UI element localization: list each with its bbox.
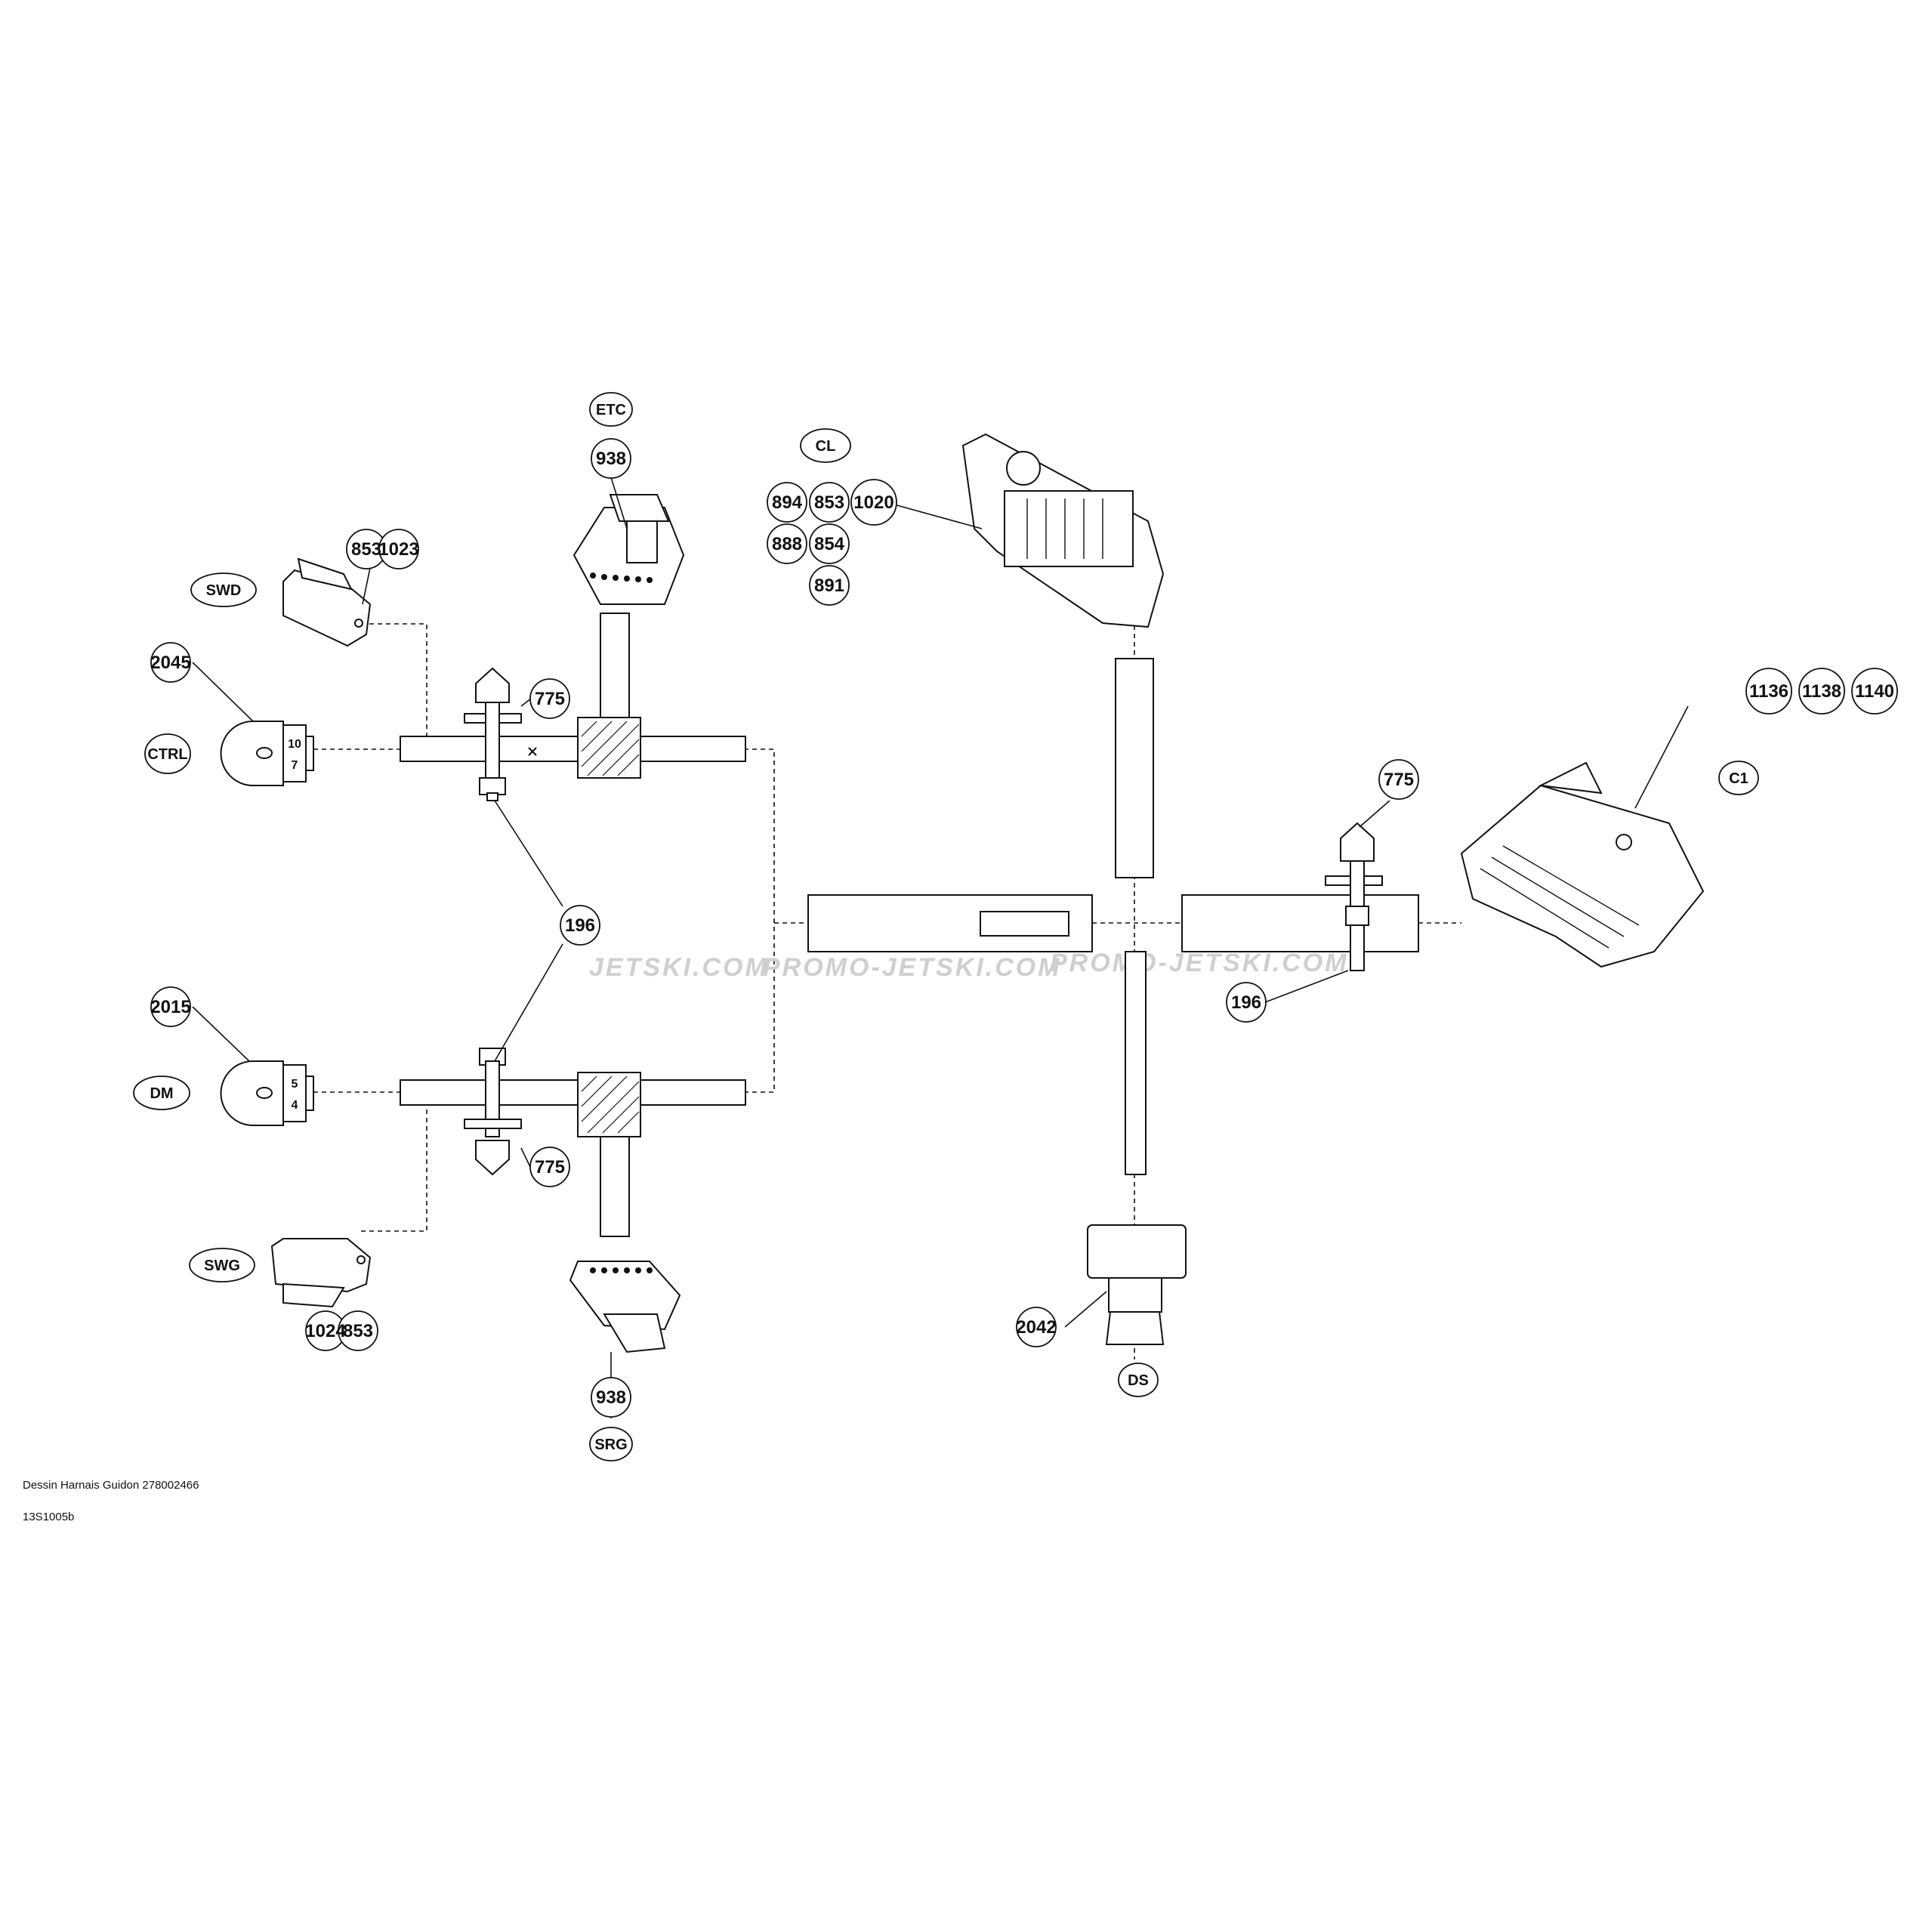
tie-right-head (1345, 906, 1369, 926)
tie-upper-head (479, 777, 506, 795)
watermark-3: PROMO-JETSKI.COM (1050, 949, 1349, 977)
tag-swg: SWG (204, 1258, 240, 1274)
callout-swd-2: 1023 (378, 539, 418, 560)
callout-c1-3: 1140 (1855, 681, 1894, 702)
callout-circles (150, 438, 1898, 1418)
callout-labels: 938 938 853 1023 1024 853 2045 2015 775 … (150, 449, 1894, 1408)
tag-ovals (133, 392, 1759, 1461)
callout-tie-left: 196 (565, 915, 595, 936)
footer-code: 13S1005b (23, 1511, 75, 1523)
tag-labels: ETC SRG CL SWD CTRL DM SWG C1 DS (147, 402, 1748, 1453)
push-clip-lower-base (464, 1119, 522, 1129)
dm-sensor (220, 1060, 314, 1126)
watermark-1: JETSKI.COM (589, 953, 769, 982)
lower-left-branch (400, 1048, 746, 1237)
callout-clip-top-left: 775 (535, 689, 565, 709)
callout-swg-1: 1024 (305, 1321, 346, 1341)
callout-cl-6: 891 (814, 576, 844, 596)
callout-srg-conn: 938 (596, 1387, 626, 1408)
lower-trunk-tube (400, 1079, 746, 1106)
tie-upper-tail (486, 792, 498, 801)
pin-dm-top: 5 (292, 1078, 298, 1091)
tag-dm: DM (150, 1085, 173, 1102)
callout-swg-2: 853 (343, 1321, 373, 1341)
center-label-window (980, 911, 1069, 937)
tag-c1: C1 (1729, 770, 1748, 787)
push-clip-upper (475, 667, 510, 703)
push-clip-right (1340, 822, 1375, 862)
pin-dm-bottom: 4 (292, 1099, 298, 1112)
callout-ctrl-sensor: 2045 (150, 653, 190, 673)
etc-connector (573, 494, 685, 605)
tag-ctrl: CTRL (147, 746, 187, 763)
pin-ctrl-top: 10 (288, 738, 301, 751)
pin-labels: 10 7 5 4 (288, 738, 301, 1112)
etc-branch-tube (600, 613, 630, 722)
callout-cl-4: 888 (772, 534, 802, 554)
callout-c1-2: 1138 (1802, 681, 1841, 702)
callout-swd-1: 853 (351, 539, 381, 560)
push-clip-upper-stem (485, 702, 500, 779)
ctrl-sensor (220, 721, 314, 786)
tag-swd: SWD (206, 582, 242, 599)
push-clip-right-stem (1350, 860, 1365, 907)
upper-trunk-tube (400, 736, 746, 762)
callout-ds-sensor: 2042 (1016, 1317, 1056, 1338)
cl-branch-tube (1115, 658, 1154, 878)
srg-connector (569, 1261, 681, 1353)
callout-etc-conn: 938 (596, 449, 626, 469)
swg-connector (270, 1238, 372, 1308)
callout-tie-right: 196 (1231, 992, 1261, 1013)
tag-cl: CL (816, 438, 836, 455)
watermark-2: PROMO-JETSKI.COM (763, 953, 1062, 982)
tag-etc: ETC (596, 402, 626, 418)
ds-sensor (1087, 1224, 1187, 1345)
push-clip-lower-stem (485, 1060, 500, 1137)
callout-clip-bottom-left: 775 (535, 1157, 565, 1177)
pin-ctrl-bottom: 7 (292, 759, 298, 772)
callout-dm-sensor: 2015 (150, 997, 190, 1017)
upper-left-branch (400, 613, 746, 801)
callout-cl-1: 894 (772, 492, 803, 513)
srg-branch-tube (600, 1121, 630, 1237)
ds-branch-tube (1125, 951, 1147, 1175)
callout-cl-5: 854 (814, 534, 845, 554)
tie-right-tail (1350, 924, 1365, 971)
c1-connector (1460, 761, 1705, 968)
callout-clip-right: 775 (1384, 770, 1414, 790)
callout-cl-3: 1020 (853, 492, 893, 513)
footer-title: Dessin Harnais Guidon 278002466 (23, 1479, 199, 1492)
tag-ds: DS (1128, 1372, 1149, 1389)
center-right-tube (1181, 894, 1419, 952)
push-clip-lower (475, 1140, 510, 1176)
cl-connector (961, 433, 1165, 628)
callout-cl-2: 853 (814, 492, 844, 513)
watermark: JETSKI.COM PROMO-JETSKI.COM PROMO-JETSKI… (589, 949, 1349, 982)
center-section (807, 658, 1419, 1175)
swd-connector (282, 557, 372, 647)
callout-c1-1: 1136 (1749, 681, 1788, 702)
tag-srg: SRG (594, 1437, 627, 1453)
leader-lines (192, 477, 1689, 1418)
